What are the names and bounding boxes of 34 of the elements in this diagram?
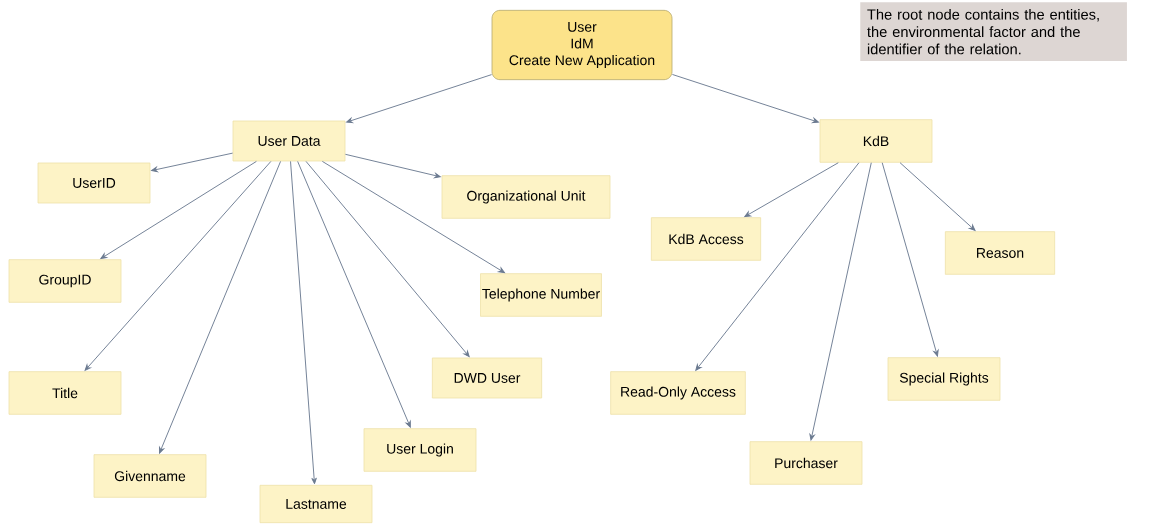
arrow <box>100 160 257 260</box>
entity-box: Purchaser <box>749 441 863 485</box>
arrow <box>84 160 272 371</box>
entity-box: User Login <box>363 428 477 472</box>
arrow <box>695 162 860 371</box>
arrow <box>899 162 976 231</box>
arrow <box>881 162 939 357</box>
arrow <box>321 160 505 274</box>
arrow <box>346 74 493 124</box>
arrow <box>344 153 441 179</box>
entity-box: Givenname <box>93 454 207 498</box>
entity-box: Read-Only Access <box>610 371 746 415</box>
arrow <box>158 160 282 454</box>
entity-box: User Data <box>232 120 346 162</box>
entity-box: DWD User <box>431 357 543 399</box>
arrow <box>151 152 234 173</box>
entity-box: KdB <box>819 119 933 163</box>
entity-box: Telephone Number <box>480 273 602 317</box>
entity-box: KdB Access <box>650 217 762 261</box>
arrow <box>305 160 470 358</box>
note-box: The root node contains the entities, the environmental factor and the identifier of the relation. <box>860 2 1127 62</box>
arrow <box>290 160 317 485</box>
entity-box: UserID <box>37 162 151 204</box>
entity-box: GroupID <box>8 259 122 303</box>
entity-box: Lastname <box>259 484 373 524</box>
arrow <box>297 160 411 428</box>
arrow <box>671 74 819 124</box>
root-box: User IdM Create New Application <box>491 9 673 81</box>
arrow <box>744 162 839 218</box>
entity-box: Special Rights <box>887 357 1001 401</box>
entity-box: Organizational Unit <box>441 175 611 219</box>
entity-box: Reason <box>944 231 1056 275</box>
entity-box: Title <box>8 371 122 415</box>
arrow <box>809 162 872 441</box>
